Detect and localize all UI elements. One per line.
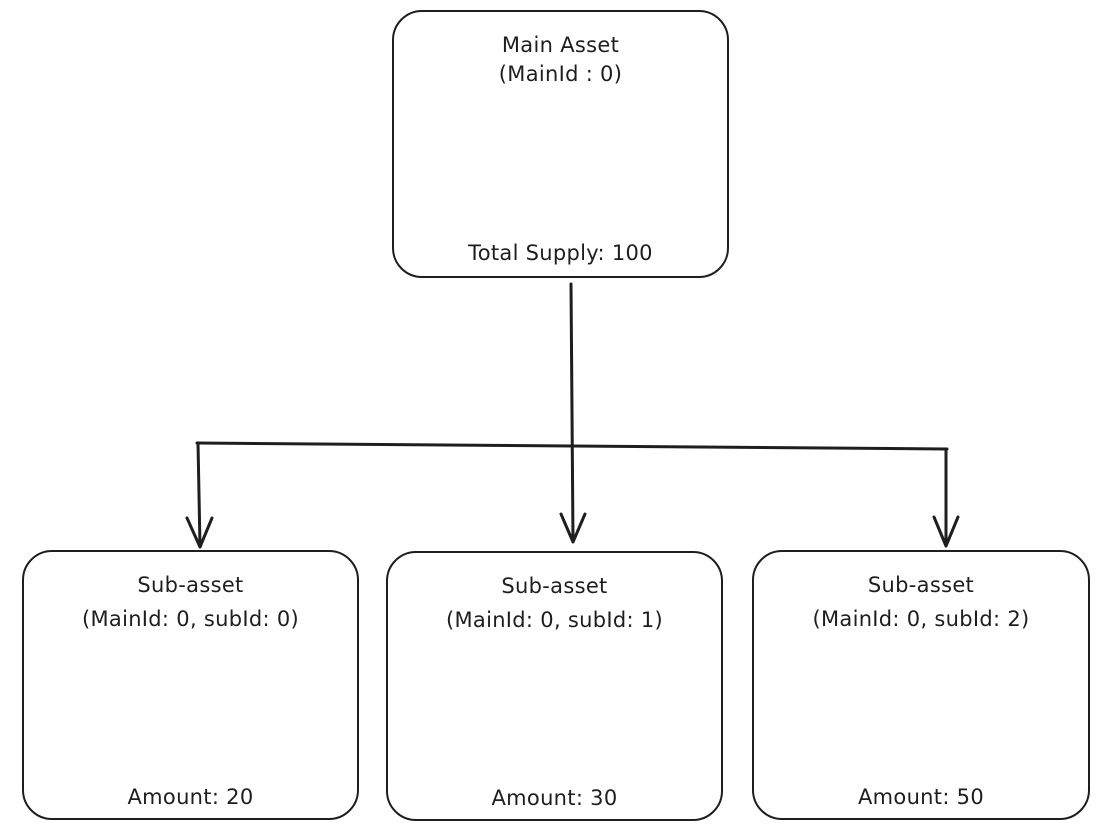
trunk-connector bbox=[569, 282, 575, 542]
sub-asset-title: Sub-asset bbox=[867, 573, 975, 597]
sub-asset-amount: Amount: 30 bbox=[491, 786, 618, 810]
sub-asset-id: (MainId: 0, subId: 2) bbox=[812, 607, 1030, 631]
sub-asset-id: (MainId: 0, subId: 0) bbox=[81, 607, 300, 631]
sub-asset-box-0: Sub-asset (MainId: 0, subId: 0) Amount: … bbox=[22, 550, 359, 820]
arrowhead-right-icon bbox=[932, 515, 960, 548]
arrowhead-left-icon bbox=[185, 516, 214, 549]
sub-asset-title: Sub-asset bbox=[137, 573, 244, 597]
sub-asset-title: Sub-asset bbox=[501, 574, 608, 598]
main-asset-box: Main Asset (MainId : 0) Total Supply: 10… bbox=[392, 10, 729, 278]
main-asset-id: (MainId : 0) bbox=[498, 62, 623, 86]
sub-asset-amount: Amount: 50 bbox=[858, 785, 984, 809]
sub-asset-amount: Amount: 20 bbox=[127, 785, 254, 809]
main-asset-total-supply: Total Supply: 100 bbox=[468, 241, 653, 265]
arrowhead-center-icon bbox=[559, 512, 587, 544]
sub-asset-id: (MainId: 0, subId: 1) bbox=[445, 608, 664, 632]
sub-asset-box-1: Sub-asset (MainId: 0, subId: 1) Amount: … bbox=[386, 551, 723, 821]
main-asset-title: Main Asset bbox=[501, 33, 620, 57]
sub-asset-box-2: Sub-asset (MainId: 0, subId: 2) Amount: … bbox=[752, 550, 1090, 820]
distribution-bar bbox=[195, 441, 949, 451]
left-drop-connector bbox=[196, 441, 202, 548]
